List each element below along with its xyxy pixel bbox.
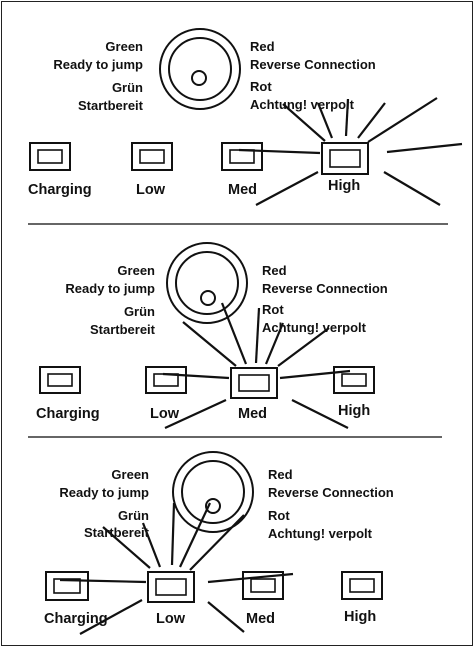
label-charging: Charging — [36, 406, 100, 422]
indicator-charging — [45, 571, 89, 601]
startbereit-label: Startbereit — [84, 525, 150, 540]
label-med: Med — [246, 611, 275, 627]
ready-to-jump-label: Ready to jump — [59, 485, 149, 500]
reverse-connection-label: Reverse Connection — [262, 281, 388, 296]
label-high: High — [344, 609, 376, 625]
startbereit-label: Startbereit — [90, 322, 156, 337]
ready-to-jump-label: Ready to jump — [65, 281, 155, 296]
indicator-charging — [39, 366, 81, 394]
panel-low: Green Ready to jump Grün Startbereit Red… — [44, 451, 394, 635]
indicator-low-lit — [147, 571, 195, 603]
indicator-med-lit — [230, 367, 278, 399]
label-low: Low — [156, 611, 186, 627]
indicator-med — [242, 571, 284, 600]
label-low: Low — [136, 182, 166, 198]
label-low: Low — [150, 406, 180, 422]
ready-to-jump-label: Ready to jump — [53, 57, 143, 72]
achtung-verpolt-label: Achtung! verpolt — [268, 526, 373, 541]
panel-high: Green Ready to jump Grün Startbereit Red… — [28, 28, 463, 206]
red-label: Red — [262, 263, 287, 278]
indicator-low — [131, 142, 173, 171]
rot-label: Rot — [250, 79, 272, 94]
gruen-label: Grün — [112, 80, 143, 95]
indicator-high-lit — [321, 142, 369, 175]
status-led-icon — [172, 451, 254, 533]
label-high: High — [338, 403, 370, 419]
startbereit-label: Startbereit — [78, 98, 144, 113]
red-label: Red — [250, 39, 275, 54]
green-label: Green — [111, 467, 149, 482]
label-med: Med — [238, 406, 267, 422]
status-led-icon — [159, 28, 241, 110]
indicator-low — [145, 366, 187, 394]
red-label: Red — [268, 467, 293, 482]
indicator-high — [341, 571, 383, 600]
med-glow-rays — [162, 302, 351, 429]
rot-label: Rot — [262, 302, 284, 317]
green-label: Green — [105, 39, 143, 54]
reverse-connection-label: Reverse Connection — [268, 485, 394, 500]
label-high: High — [328, 178, 360, 194]
panel-med: Green Ready to jump Grün Startbereit Red… — [36, 242, 388, 429]
label-charging: Charging — [44, 611, 108, 627]
low-glow-rays — [59, 502, 294, 635]
high-glow-rays — [238, 97, 463, 206]
achtung-verpolt-label: Achtung! verpolt — [250, 97, 355, 112]
reverse-connection-label: Reverse Connection — [250, 57, 376, 72]
label-charging: Charging — [28, 182, 92, 198]
achtung-verpolt-label: Achtung! verpolt — [262, 320, 367, 335]
gruen-label: Grün — [118, 508, 149, 523]
label-med: Med — [228, 182, 257, 198]
indicator-high — [333, 366, 375, 394]
status-led-icon — [166, 242, 248, 324]
indicator-med — [221, 142, 263, 171]
indicator-charging — [29, 142, 71, 171]
gruen-label: Grün — [124, 304, 155, 319]
rot-label: Rot — [268, 508, 290, 523]
green-label: Green — [117, 263, 155, 278]
